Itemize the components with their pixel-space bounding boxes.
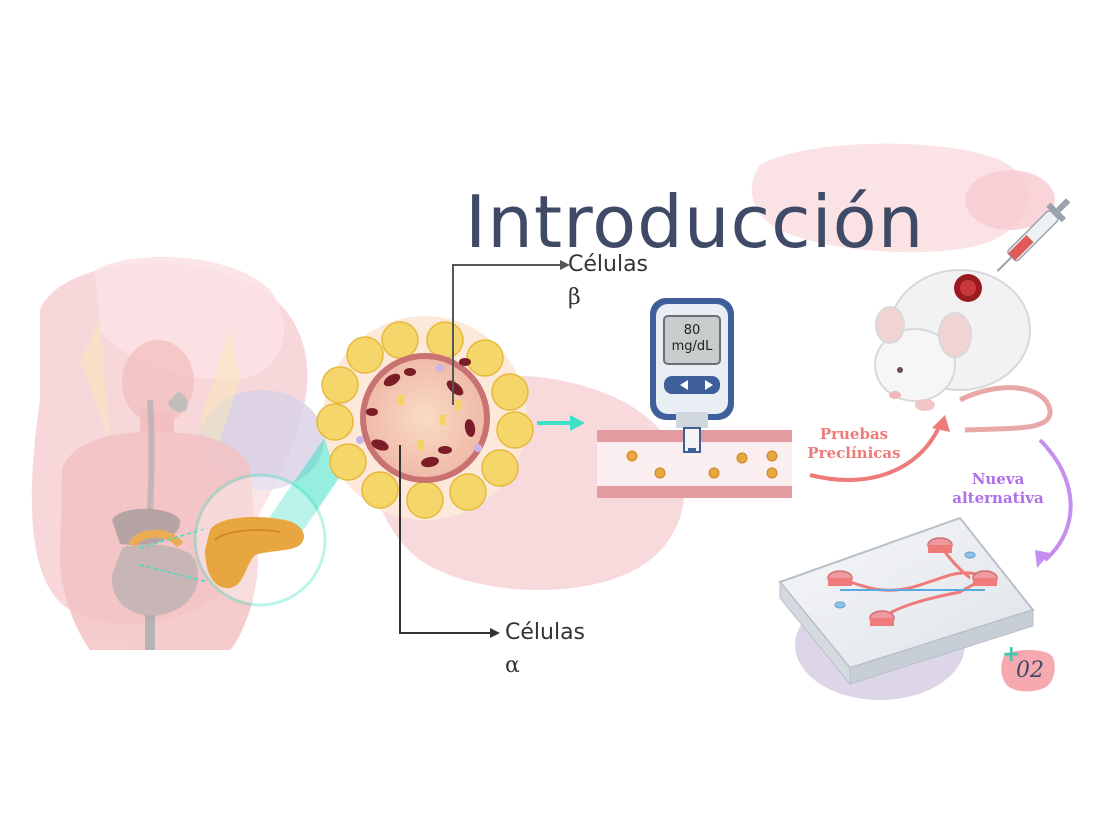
beta-callout-line bbox=[452, 260, 570, 405]
preclinical-line1: Pruebas bbox=[819, 425, 889, 443]
glucometer-icon bbox=[650, 298, 734, 453]
syringe-icon bbox=[996, 198, 1071, 272]
alpha-callout-line bbox=[399, 445, 500, 638]
page-badge: + 02 bbox=[1000, 642, 1056, 692]
human-body-icon bbox=[60, 320, 258, 650]
preclinical-line2: Preclínicas bbox=[807, 444, 901, 462]
teal-arrow bbox=[537, 415, 585, 431]
glucometer-unit: mg/dL bbox=[671, 339, 713, 354]
beta-cells-label: Células bbox=[568, 252, 649, 277]
islet-cell-icon bbox=[316, 316, 534, 520]
badge-plus-icon: + bbox=[1002, 642, 1021, 667]
alternative-line2: alternativa bbox=[952, 489, 1044, 507]
beta-symbol: β bbox=[568, 285, 581, 310]
alternative-label: Nueva alternativa bbox=[948, 470, 1048, 508]
pancreas-icon bbox=[205, 517, 305, 589]
preclinical-arrow bbox=[809, 415, 950, 482]
alpha-cells-label: Células bbox=[505, 620, 586, 645]
mouse-icon bbox=[874, 269, 1053, 433]
badge-shape bbox=[1001, 650, 1055, 692]
alternative-line1: Nueva bbox=[971, 470, 1025, 488]
microfluidic-chip-icon bbox=[778, 516, 1035, 686]
page-title: Introducción bbox=[465, 180, 925, 264]
glucometer-display: 80 mg/dL bbox=[664, 323, 720, 355]
blood-vessel-icon bbox=[597, 430, 792, 498]
alpha-symbol: α bbox=[505, 653, 520, 678]
glucometer-value: 80 bbox=[683, 323, 701, 338]
preclinical-label: Pruebas Preclínicas bbox=[806, 425, 902, 463]
alternative-arrow bbox=[1035, 438, 1073, 568]
badge-number: 02 bbox=[1016, 658, 1044, 683]
